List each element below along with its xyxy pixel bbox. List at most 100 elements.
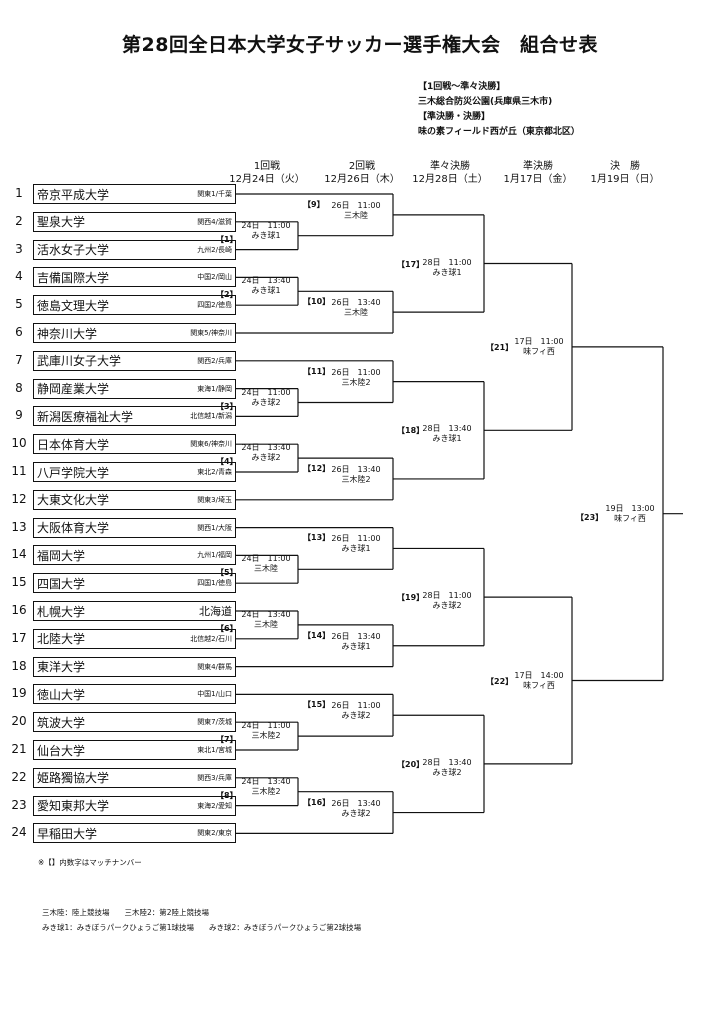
team-qualification: 関西3/兵庫: [197, 773, 232, 782]
team-seed: 23: [11, 797, 27, 812]
match-time: 26日 11:00: [331, 200, 381, 210]
match-number: 【17】: [397, 259, 425, 269]
match-number: 【10】: [303, 297, 331, 307]
match-number: 【13】: [303, 533, 331, 543]
team-row: 福岡大学 九州1/福岡: [33, 545, 236, 566]
round-name: 2回戦: [348, 161, 376, 172]
team-seed: 5: [15, 297, 23, 312]
match-venue: 三木陸: [344, 308, 368, 318]
team-row: 聖泉大学関西4/滋賀: [33, 211, 236, 232]
match-venue: 三木陸2: [341, 377, 371, 387]
match-time: 26日 13:40: [331, 631, 381, 641]
team-name: 早稲田大学: [37, 826, 98, 841]
team-seed: 2: [15, 213, 23, 228]
match-venue: みき球1: [251, 230, 281, 240]
team-row: 新潟医療福祉大学北信越1/新潟: [33, 406, 236, 427]
round-header-2: 2回戦 12月26日（木）: [317, 160, 407, 186]
team-qualification: 中国2/岡山: [197, 273, 232, 282]
team-row: 徳山大学中国1/山口: [33, 684, 236, 705]
match-number: 【2】: [216, 290, 238, 300]
match-time: 26日 13:40: [331, 298, 381, 308]
match-time: 24日 11:00: [241, 387, 291, 397]
team-name: 帝京平成大学: [37, 187, 110, 202]
team-name: 武庫川女子大学: [37, 354, 122, 369]
team-name: 神奈川大学: [37, 326, 98, 341]
team-qualification: 関東6/神奈川: [190, 440, 232, 449]
team-name: 新潟医療福祉大学: [37, 409, 134, 424]
round-name: 準々決勝: [430, 161, 470, 172]
match-venue: みき球1: [251, 286, 281, 296]
round-date: 1月17日（金）: [503, 174, 573, 185]
match-time: 28日 13:40: [422, 757, 472, 767]
match-venue: みき球1: [432, 267, 462, 277]
match-number-note: ※【】内数字はマッチナンバー: [38, 858, 142, 867]
team-seed: 17: [11, 630, 27, 645]
team-row: 仙台大学東北1/宮城: [33, 740, 236, 760]
match-number: 【14】: [303, 630, 331, 640]
team-seed: 16: [11, 603, 27, 617]
match-time: 24日 11:00: [241, 721, 291, 731]
team-name: 福岡大学: [37, 548, 86, 563]
team-qualification: 九州1/福岡: [197, 551, 232, 560]
round-name: 1回戦: [253, 161, 281, 172]
team-seed: 19: [11, 686, 27, 701]
team-qualification: 関西1/大阪: [197, 523, 232, 532]
team-row: 姫路獨協大学関西3/兵庫: [33, 767, 236, 788]
match-time: 26日 11:00: [331, 534, 381, 544]
team-qualification: 関東7/茨城: [197, 718, 232, 727]
match-number: 【20】: [397, 759, 425, 769]
team-row: 筑波大学関東7/茨城: [33, 712, 236, 733]
team-row: 帝京平成大学関東1/千葉: [33, 184, 236, 204]
team-qualification: 北海道: [199, 605, 232, 618]
team-seed: 12: [11, 491, 27, 506]
venue-legend-2: みき球1：みきぼうパークひょうご第1球技場 みき球2：みきぼうパークひょうご第2…: [42, 923, 362, 932]
team-row: 大阪体育大学関西1/大阪: [33, 517, 236, 538]
team-qualification: 東海2/愛知: [197, 801, 232, 810]
match-number: 【4】: [216, 457, 238, 467]
match-time: 24日 13:40: [241, 609, 291, 619]
team-name: 吉備国際大学: [37, 270, 110, 285]
match-number: 【7】: [216, 735, 238, 745]
team-name: 四国大学: [37, 576, 86, 591]
match-time: 17日 11:00: [514, 336, 564, 346]
team-seed: 6: [15, 325, 23, 339]
match-venue: 味フィ西: [523, 346, 555, 356]
team-name: 静岡産業大学: [37, 382, 110, 397]
team-seed: 14: [11, 547, 27, 562]
match-number: 【1】: [216, 234, 238, 244]
venue-line: 味の素フィールド西が丘（東京都北区）: [418, 127, 580, 137]
team-row: 日本体育大学関東6/神奈川: [33, 434, 236, 455]
round-header-qf: 準々決勝 12月28日（土）: [405, 160, 495, 186]
team-row: 札幌大学北海道: [33, 601, 236, 621]
team-qualification: 四国1/徳島: [197, 579, 232, 588]
team-name: 徳山大学: [37, 687, 86, 702]
team-row: 早稲田大学関東2/東京: [33, 823, 236, 844]
match-venue: 三木陸2: [341, 474, 371, 484]
team-row: 徳島文理大学四国2/徳島: [33, 295, 236, 316]
team-seed: 24: [11, 825, 27, 840]
team-name: 大東文化大学: [37, 493, 110, 508]
team-name: 活水女子大学: [37, 243, 110, 258]
team-seed: 7: [15, 352, 23, 367]
match-venue: みき球2: [341, 711, 371, 721]
team-seed: 1: [15, 186, 23, 200]
match-venue: みき球2: [251, 453, 281, 463]
team-qualification: 九州2/長崎: [197, 245, 232, 254]
match-time: 28日 11:00: [422, 591, 472, 601]
match-venue: みき球2: [432, 601, 462, 611]
